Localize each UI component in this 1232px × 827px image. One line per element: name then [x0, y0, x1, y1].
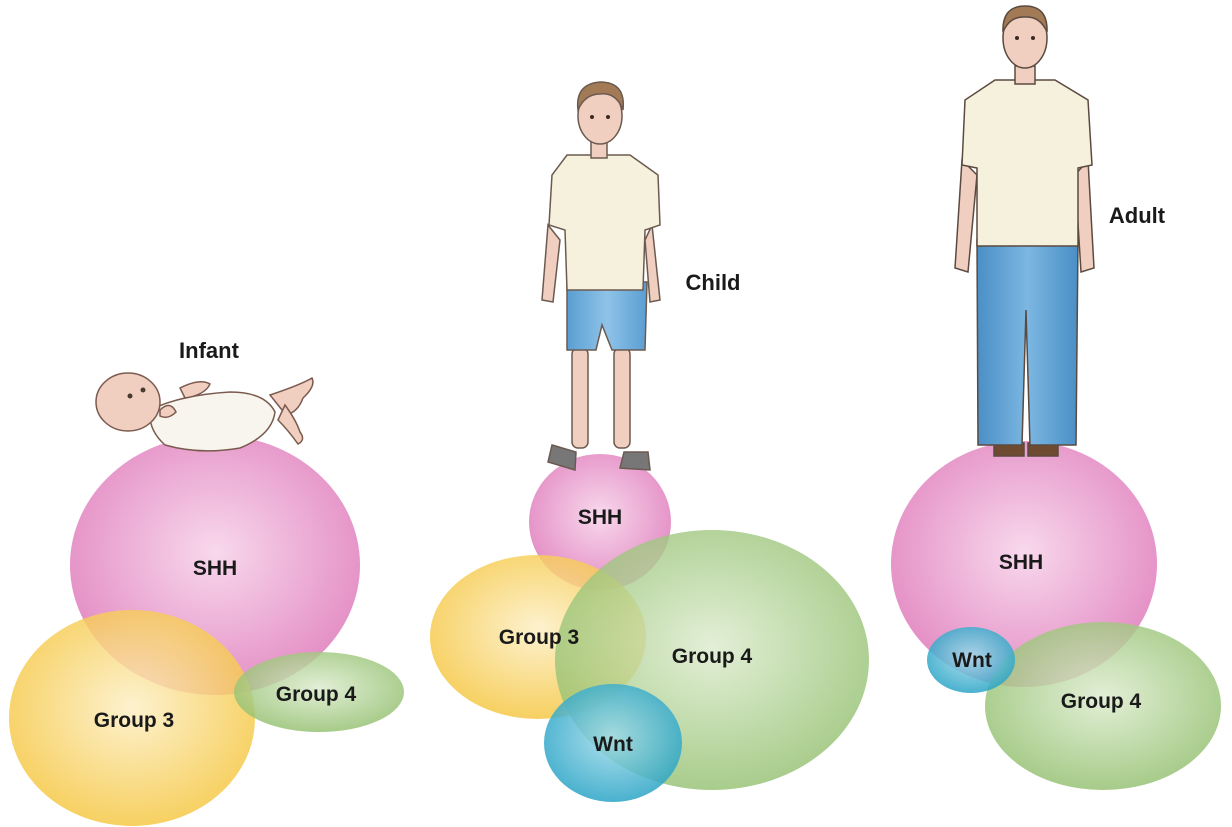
infant-shh-label: SHH [193, 557, 237, 580]
child-group3-label: Group 3 [499, 626, 580, 649]
infant-group4-label: Group 4 [276, 683, 357, 706]
child-figure [542, 82, 660, 470]
adult-wnt-label: Wnt [952, 649, 992, 672]
child-shh-label: SHH [578, 506, 622, 529]
child-panel: SHH Group 3 Group 4 Wnt Child [430, 82, 869, 802]
child-wnt-label: Wnt [593, 733, 633, 756]
infant-age-label: Infant [179, 338, 240, 363]
child-age-label: Child [686, 270, 741, 295]
adult-figure [955, 6, 1094, 456]
adult-panel: SHH Group 4 Wnt Adult [891, 6, 1221, 790]
child-group4-label: Group 4 [672, 645, 753, 668]
adult-age-label: Adult [1109, 203, 1166, 228]
infant-panel: SHH Group 3 Group 4 Infant [9, 338, 404, 826]
adult-shh-label: SHH [999, 551, 1043, 574]
adult-group4-label: Group 4 [1061, 690, 1142, 713]
infant-group3-label: Group 3 [94, 709, 175, 732]
infant-figure [96, 373, 313, 451]
